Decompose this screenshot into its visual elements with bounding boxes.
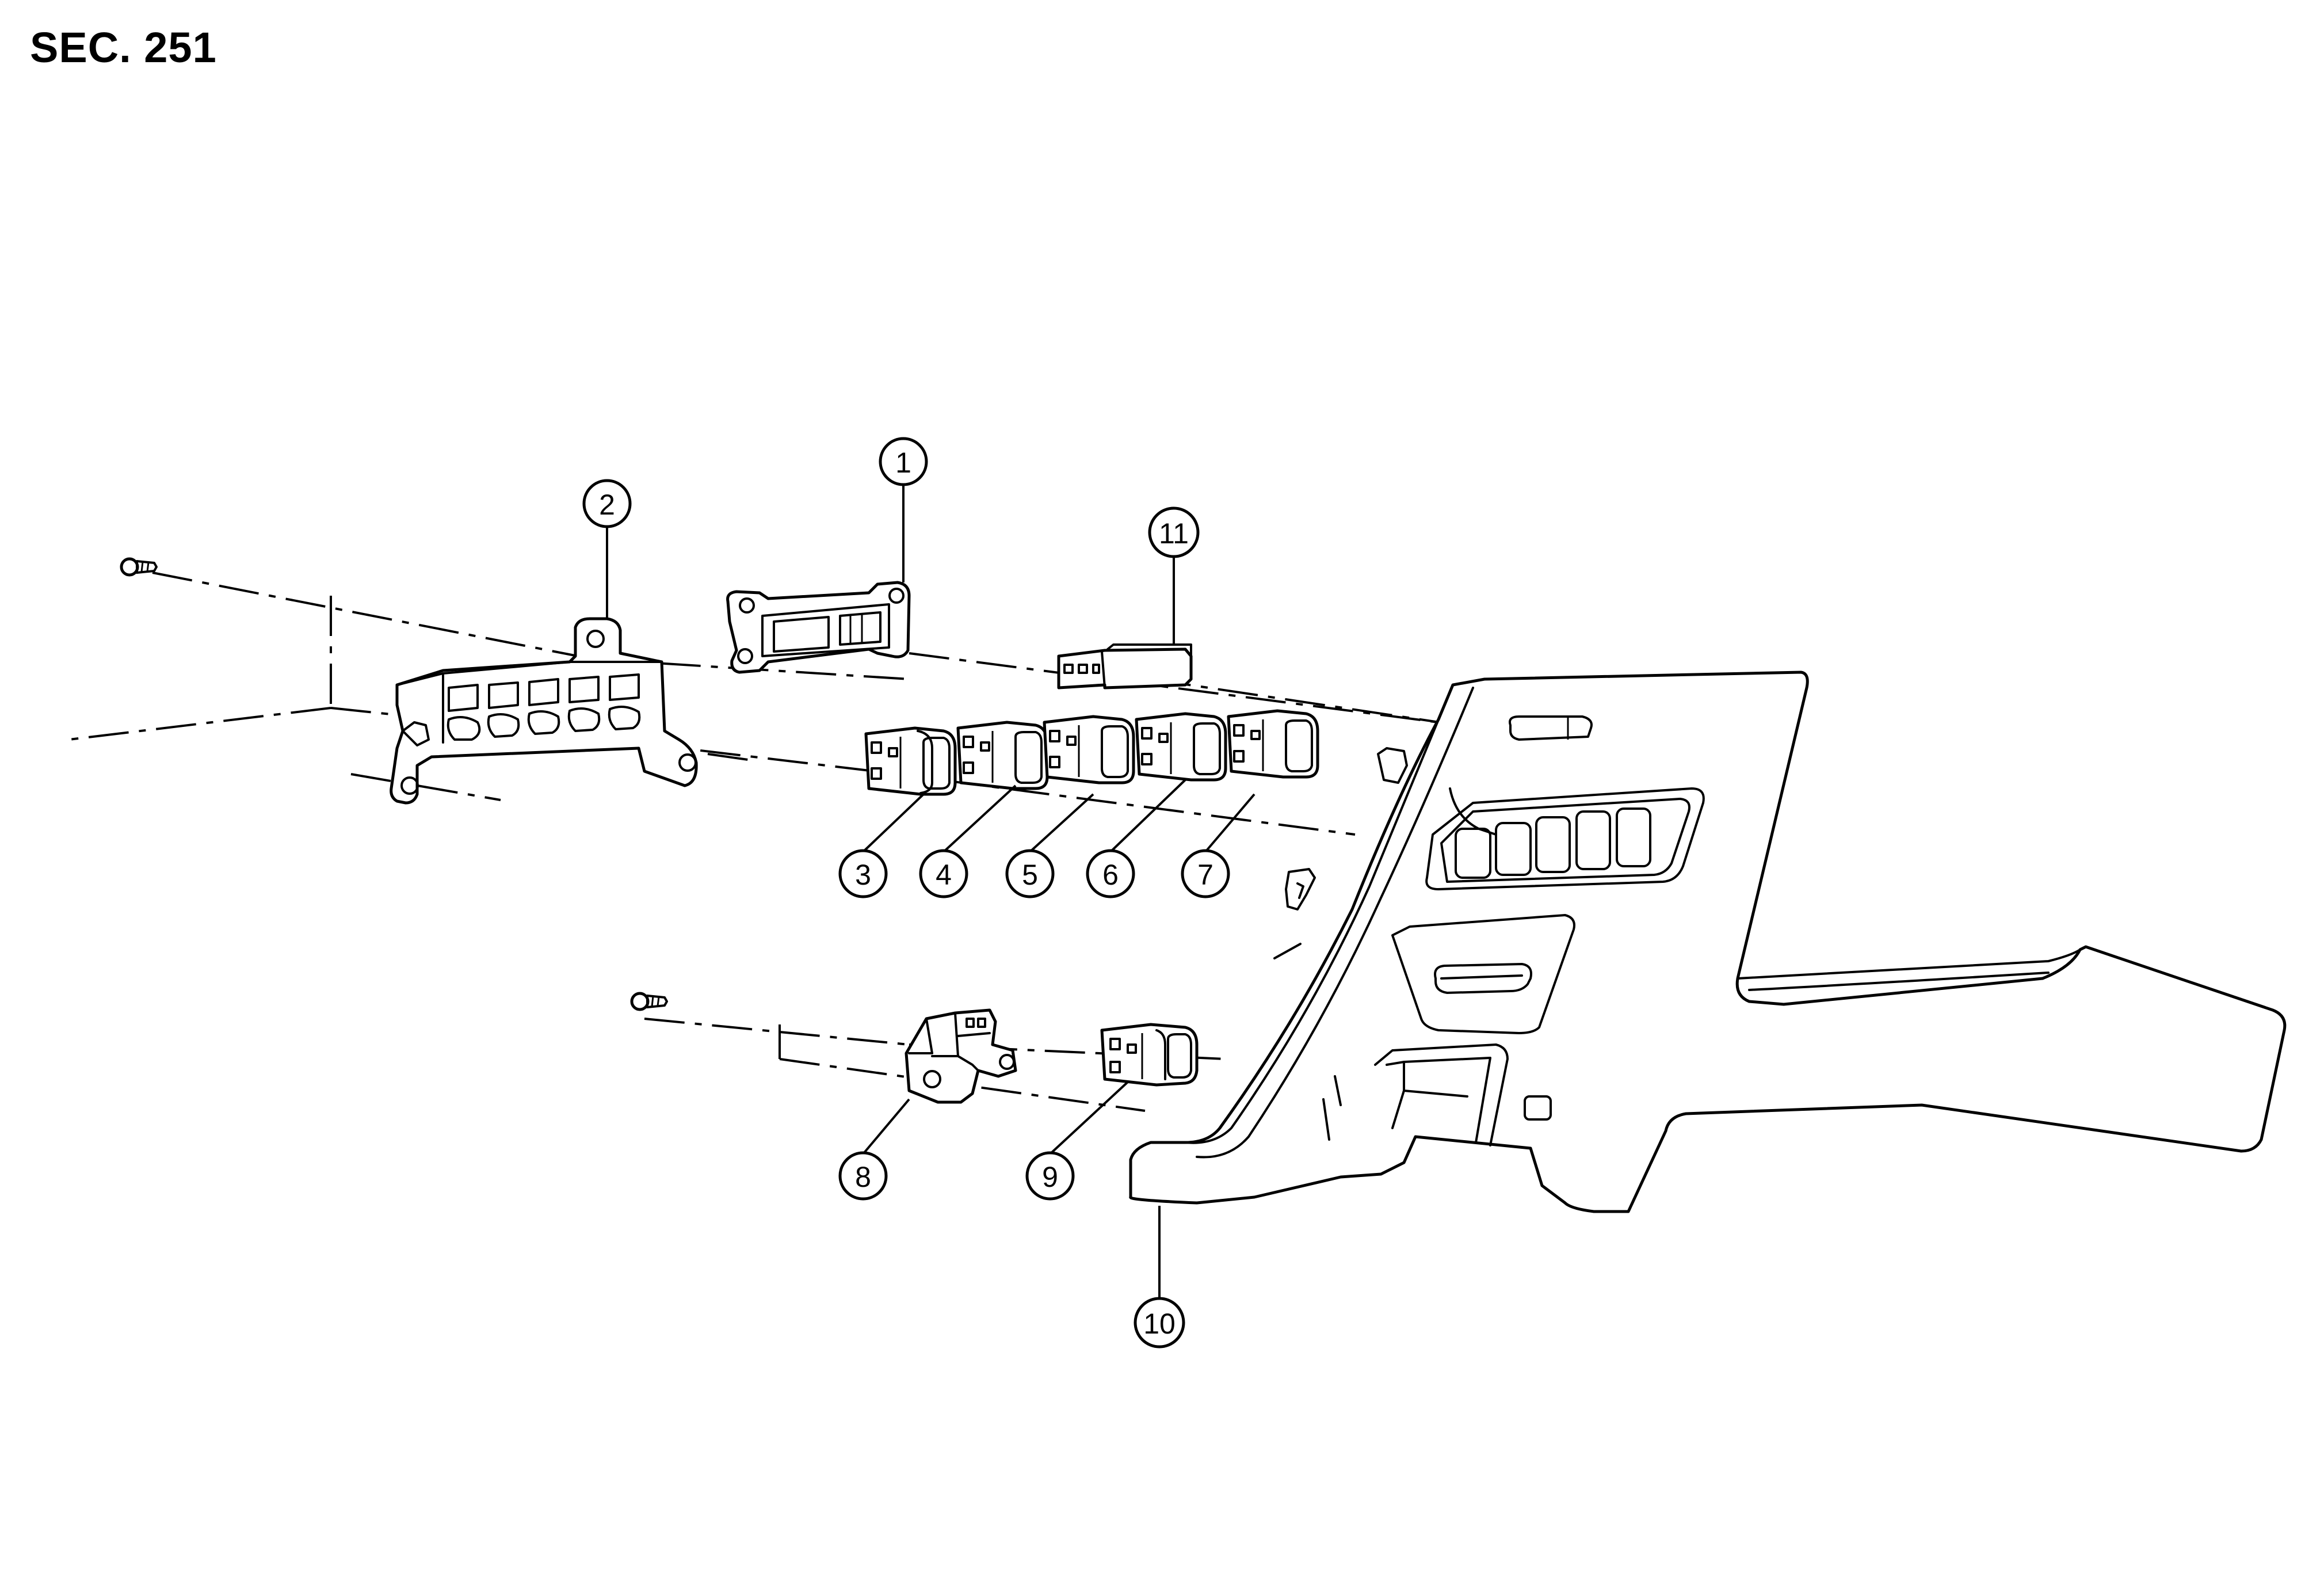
upper-bracket-part <box>726 581 911 674</box>
switch-4-part <box>956 721 1049 790</box>
callout-3: 3 <box>838 849 888 898</box>
switch-3-part <box>864 726 957 796</box>
callout-1-label: 1 <box>895 447 911 479</box>
callout-9: 9 <box>1025 1151 1075 1201</box>
callout-8-label: 8 <box>855 1161 871 1193</box>
callout-8: 8 <box>838 1151 888 1201</box>
callout-7: 7 <box>1181 849 1230 898</box>
callout-5: 5 <box>1005 849 1055 898</box>
connector-switch-part <box>1057 643 1193 690</box>
callout-11-label: 11 <box>1159 517 1189 550</box>
callout-5-label: 5 <box>1022 859 1038 891</box>
section-label: SEC. 251 <box>30 24 217 71</box>
callout-1: 1 <box>879 437 928 486</box>
callout-4: 4 <box>919 849 968 898</box>
callout-10-label: 10 <box>1143 1308 1176 1340</box>
switch-bracket-part <box>390 617 698 805</box>
switch-5-part <box>1043 715 1135 784</box>
callout-6: 6 <box>1086 849 1135 898</box>
switch-6-part <box>1135 712 1227 782</box>
lower-bracket-part <box>905 1008 1017 1104</box>
leader-lines <box>606 481 1256 1298</box>
callout-6-label: 6 <box>1102 859 1119 891</box>
lower-switch-part <box>1100 1023 1199 1087</box>
callout-4-label: 4 <box>936 859 952 891</box>
screw-lower-icon <box>630 992 668 1011</box>
callout-3-label: 3 <box>855 859 871 891</box>
callout-10: 10 <box>1134 1297 1185 1349</box>
callout-11: 11 <box>1148 506 1200 558</box>
callout-2-label: 2 <box>599 489 615 521</box>
callout-2: 2 <box>582 479 632 528</box>
screw-upper-icon <box>120 557 158 577</box>
switch-7-part <box>1227 709 1319 779</box>
console-side-panel-part <box>1129 671 2287 1213</box>
callout-7-label: 7 <box>1197 859 1213 891</box>
callout-9-label: 9 <box>1042 1161 1058 1193</box>
